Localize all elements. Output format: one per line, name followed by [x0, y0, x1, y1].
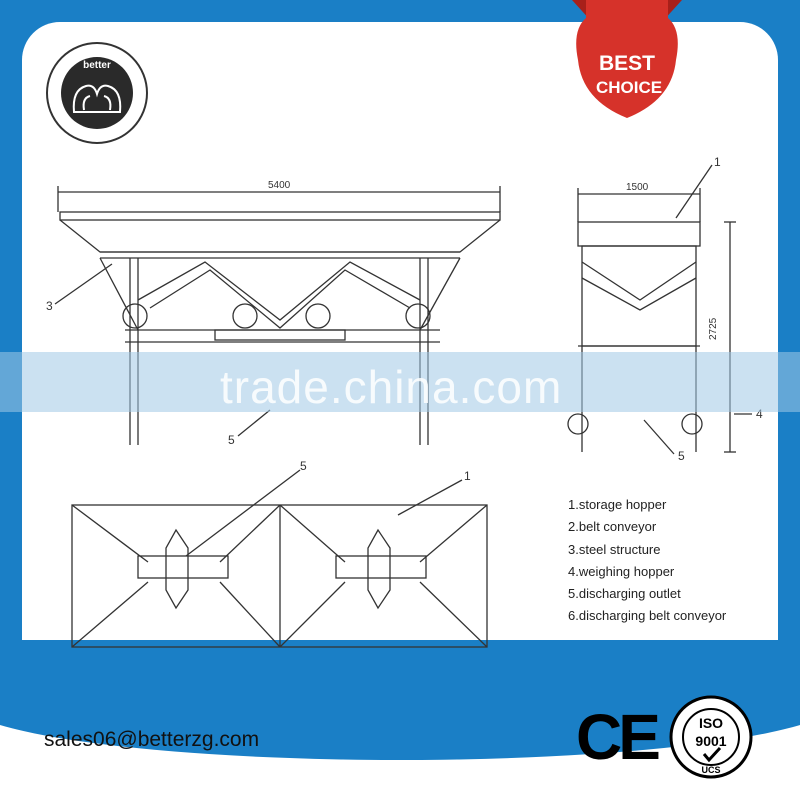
dim-side-width: 1500 — [626, 182, 649, 193]
watermark-band — [0, 352, 800, 412]
callout-1-side: 1 — [714, 155, 721, 169]
ce-mark-icon: CE — [576, 701, 661, 773]
legend-item: 1.storage hopper — [568, 497, 667, 512]
best-choice-badge-icon — [572, 0, 682, 118]
legend-item: 5.discharging outlet — [568, 586, 681, 602]
badge-line2: CHOICE — [596, 78, 663, 97]
brand-name: better — [83, 60, 111, 71]
callout-5-front: 5 — [228, 433, 235, 447]
callout-3-front: 3 — [46, 299, 53, 313]
legend-item: 4.weighing hopper — [568, 563, 675, 579]
footer-curve — [0, 640, 800, 760]
legend-item: 2.belt conveyor — [568, 519, 657, 535]
iso-line2: 9001 — [695, 733, 727, 749]
callout-5-side: 5 — [678, 449, 685, 463]
parts-legend: 1.storage hopper 2.belt conveyor 3.steel… — [568, 494, 726, 628]
callout-1-plan: 1 — [464, 469, 471, 483]
dim-front-width: 5400 — [268, 180, 291, 191]
callout-4-side: 4 — [756, 407, 763, 421]
dim-side-height: 2725 — [708, 317, 719, 340]
badge-line1: BEST — [598, 52, 655, 75]
legend-item: 6.discharging belt conveyor — [568, 608, 727, 624]
callout-5-plan: 5 — [300, 459, 307, 473]
iso-bottom: UCS — [701, 765, 721, 775]
contact-email[interactable]: sales06@betterzg.com — [44, 728, 260, 751]
iso-line1: ISO — [698, 715, 724, 731]
iso-seal-icon — [669, 695, 753, 779]
brand-logo-icon — [46, 42, 148, 144]
watermark-text: trade.china.com — [220, 361, 563, 413]
legend-item: 3.steel structure — [568, 541, 661, 557]
